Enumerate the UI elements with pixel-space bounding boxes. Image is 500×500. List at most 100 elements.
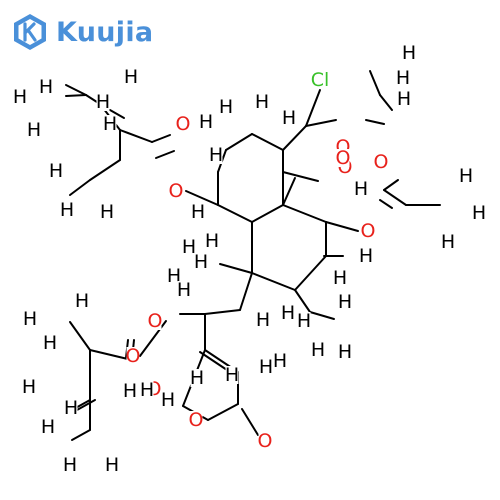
atom-label-bg [205, 232, 219, 250]
bond-line [241, 408, 259, 436]
atom-label-h: H [161, 389, 175, 411]
atom-label-h: H [177, 279, 191, 301]
bond-line [119, 129, 153, 143]
atom-label-h: H [282, 107, 296, 129]
atom-label-bg [22, 378, 36, 396]
atom-label-bg [472, 204, 486, 222]
atom-label-o: O [374, 151, 389, 173]
bond-line [251, 133, 284, 151]
atom-label-h: H [255, 91, 269, 113]
atom-label-bg [176, 115, 190, 133]
bond-line [185, 190, 219, 206]
atom-label-bg [354, 180, 368, 198]
atom-label-h: H [396, 67, 410, 89]
atom-label-bg [282, 109, 296, 127]
atom-label-bg [169, 182, 183, 200]
atom-label-h: H [41, 416, 55, 438]
atom-label-bg [96, 93, 110, 111]
atom-label-h: H [123, 380, 137, 402]
atom-label-o: O [258, 430, 273, 452]
bond-line [294, 289, 311, 313]
atom-label-o: O [176, 113, 191, 135]
atom-label-bg [124, 68, 138, 86]
atom-label-h: H [259, 356, 273, 378]
bond-line [225, 133, 253, 151]
k-hexagon-icon [14, 14, 46, 50]
atom-label-h: H [64, 397, 78, 419]
atom-label-h: H [22, 376, 36, 398]
bond-line [383, 189, 407, 206]
atom-label-bg [105, 456, 119, 474]
atom-label-h: H [256, 309, 270, 331]
atom-label-bg [273, 352, 287, 370]
atom-label-h: H [60, 199, 74, 221]
bond-line [207, 403, 239, 421]
atom-label-bg [209, 146, 223, 164]
bond-line [325, 221, 359, 232]
atom-label-bg [167, 267, 181, 285]
atom-label-h: H [354, 178, 368, 200]
atom-label-h: H [190, 367, 204, 389]
atom-label-h: H [397, 88, 411, 110]
atom-label-h: H [140, 379, 154, 401]
atom-label-bg [258, 432, 272, 450]
bond-line [69, 179, 91, 196]
atom-label-h: H [105, 454, 119, 476]
atom-labels: ClOOOOOOOOOOOOHHHHHHHHHHHHHHHHHHHHHHHHHH… [13, 42, 486, 476]
bond-line [155, 150, 175, 159]
atom-label-h: H [100, 201, 114, 223]
atom-label-h: H [338, 341, 352, 363]
atom-label-bg [49, 162, 63, 180]
atom-label-bg [60, 201, 74, 219]
brand-name: Kuujia [56, 16, 154, 48]
atom-label-h: H [27, 119, 41, 141]
atom-label-bg [297, 312, 311, 330]
atom-label-bg [75, 292, 89, 310]
bond-line [305, 89, 321, 127]
bond-line [239, 272, 253, 311]
atom-label-o: O [336, 147, 351, 169]
bond-line [217, 204, 253, 223]
atom-label-bg [374, 153, 388, 171]
atom-label-h: H [96, 91, 110, 113]
atom-label-h: H [219, 96, 233, 118]
atom-label-o: O [148, 310, 163, 332]
atom-label-bg [225, 366, 239, 384]
bond-line [294, 255, 327, 291]
bond-line [282, 171, 319, 182]
atom-label-h: H [441, 231, 455, 253]
bond-line [69, 321, 91, 351]
bond-line [65, 84, 87, 96]
bond-line [109, 109, 125, 119]
atom-label-bg [63, 456, 77, 474]
atom-label-o: O [169, 180, 184, 202]
atom-label-bg [459, 167, 473, 185]
atom-label-o: O [189, 409, 204, 431]
atom-label-bg [441, 233, 455, 251]
atom-label-h: H [49, 160, 63, 182]
atom-label-bg [100, 203, 114, 221]
atom-label-h: H [63, 454, 77, 476]
atom-label-h: H [182, 236, 196, 258]
atom-label-h: H [338, 291, 352, 313]
atom-label-h: H [124, 66, 138, 88]
bond-line [383, 179, 399, 191]
atom-label-bg [148, 312, 162, 330]
bond-line [369, 70, 381, 96]
atom-label-bg [194, 253, 208, 271]
atom-label-h: H [13, 86, 27, 108]
atom-label-bg [189, 411, 203, 429]
atom-label-bg [311, 341, 325, 359]
atom-label-h: H [459, 165, 473, 187]
atom-label-bg [177, 281, 191, 299]
atom-label-bg [359, 247, 373, 265]
atom-label-bg [259, 358, 273, 376]
atom-label-cl: Cl [311, 69, 330, 91]
atom-label-h: H [75, 290, 89, 312]
bond-line [282, 125, 307, 151]
atom-label-bg [41, 418, 55, 436]
atom-label-bg [27, 121, 41, 139]
atom-label-bg [191, 203, 205, 221]
atom-label-h: H [402, 42, 416, 64]
